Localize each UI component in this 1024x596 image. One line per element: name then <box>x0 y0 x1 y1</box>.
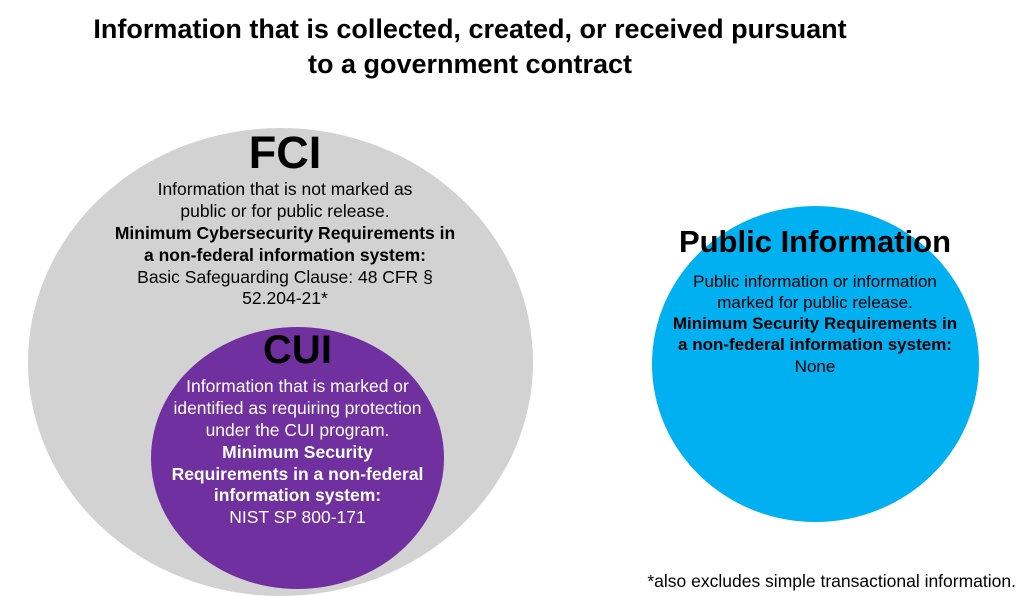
diagram-title: Information that is collected, created, … <box>93 14 847 80</box>
public-information-description: Public information or information marked… <box>693 271 937 312</box>
public-information-requirements-label: Minimum Security Requirements in a non-f… <box>672 314 958 355</box>
cui-circle <box>151 327 444 589</box>
public-information-circle <box>652 206 979 522</box>
fci-description: Information that is not marked as public… <box>157 179 413 221</box>
cui-description: Information that is marked or identified… <box>173 376 422 440</box>
fci-requirements-value: Basic Safeguarding Clause: 48 CFR § 52.2… <box>137 266 433 309</box>
public-information-requirements-value: None <box>794 356 836 376</box>
footnote: *also excludes simple transactional info… <box>647 571 1016 591</box>
fci-text-block: FCI Information that is not marked as pu… <box>95 130 475 310</box>
public-information-heading: Public Information <box>678 224 952 259</box>
fci-heading: FCI <box>248 127 322 178</box>
cui-heading: CUI <box>263 328 332 372</box>
public-information-text-block: Public Information Public information or… <box>665 224 965 377</box>
fci-requirements-label: Minimum Cybersecurity Requirements in a … <box>114 222 456 265</box>
public-information-requirements: Minimum Security Requirements in a non-f… <box>669 313 961 377</box>
cui-text-block: CUI Information that is marked or identi… <box>170 330 425 529</box>
cui-requirements-value: NIST SP 800-171 <box>229 507 366 528</box>
cui-requirements-label: Minimum Security Requirements in a non-f… <box>171 441 424 506</box>
